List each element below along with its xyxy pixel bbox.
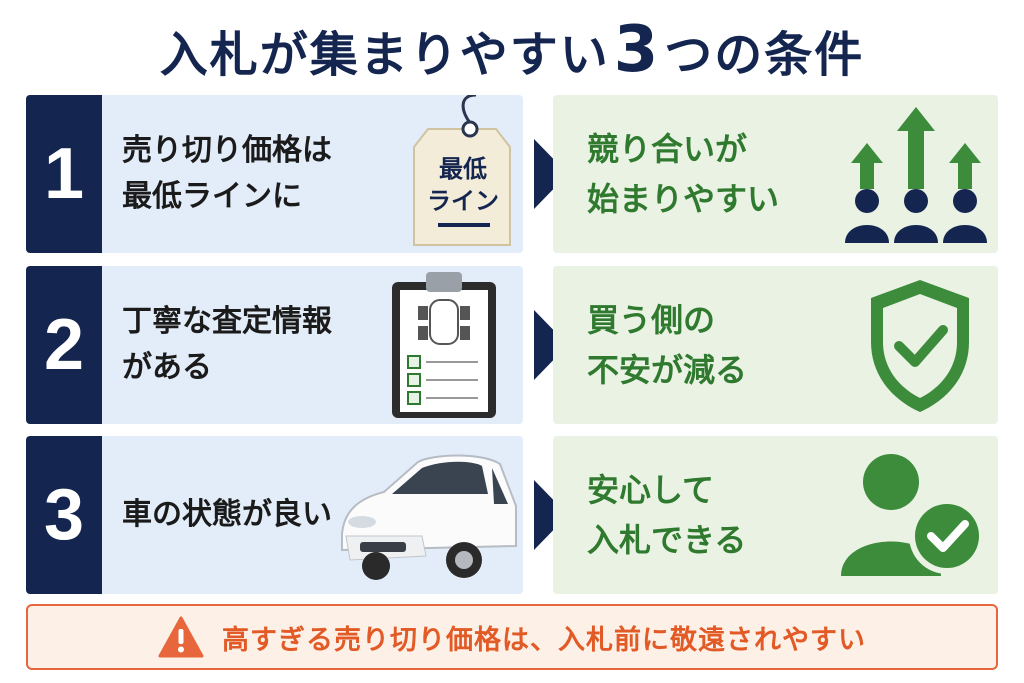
condition-line: 最低ラインに xyxy=(122,179,302,214)
title-text-after: つの条件 xyxy=(664,27,865,83)
benefit-line: 始まりやすい xyxy=(587,180,780,218)
condition-row-3: 3 車の状態が良い 安心して 入札できる xyxy=(26,436,998,596)
arrow-right-icon xyxy=(534,310,568,380)
warning-banner: 高すぎる売り切り価格は、入札前に敬遠されやすい xyxy=(26,604,998,670)
inspection-clipboard-icon xyxy=(392,272,496,418)
benefit-card-1: 競り合いが 始まりやすい xyxy=(553,95,998,253)
shield-check-icon xyxy=(871,280,969,412)
condition-line: 車の状態が良い xyxy=(122,497,332,532)
condition-text: 売り切り価格は 最低ラインに xyxy=(122,95,392,253)
condition-text: 丁寧な査定情報 がある xyxy=(122,266,392,424)
title-text-before: 入札が集まりやすい xyxy=(159,27,610,83)
condition-number: 2 xyxy=(26,266,102,424)
arrow-right-icon xyxy=(534,480,568,550)
benefit-line: 入札できる xyxy=(587,521,747,559)
benefit-line: 買う側の xyxy=(587,301,716,339)
condition-line: 丁寧な査定情報 xyxy=(122,304,332,339)
condition-text: 車の状態が良い xyxy=(122,436,342,594)
benefit-card-3: 安心して 入札できる xyxy=(553,436,998,594)
condition-row-1: 1 売り切り価格は 最低ラインに 最低 ライン 競り合いが 始まりやすい xyxy=(26,95,998,255)
benefit-card-2: 買う側の 不安が減る xyxy=(553,266,998,424)
benefit-text: 買う側の 不安が減る xyxy=(587,266,827,424)
price-tag-label: 最低 ライン xyxy=(418,153,508,217)
benefit-text: 安心して 入札できる xyxy=(587,436,827,594)
warning-triangle-icon xyxy=(158,616,204,658)
tag-line: ライン xyxy=(427,187,499,215)
person-check-icon xyxy=(841,454,985,576)
benefit-line: 不安が減る xyxy=(587,351,748,389)
benefit-text: 競り合いが 始まりやすい xyxy=(587,95,827,253)
page-title: 入札が集まりやすい 3 つの条件 xyxy=(0,13,1024,87)
arrow-right-icon xyxy=(534,139,568,209)
benefit-line: 安心して xyxy=(587,471,715,509)
condition-card-1: 1 売り切り価格は 最低ラインに 最低 ライン xyxy=(26,95,523,253)
condition-card-2: 2 丁寧な査定情報 がある xyxy=(26,266,523,424)
condition-card-3: 3 車の状態が良い xyxy=(26,436,523,594)
benefit-line: 競り合いが xyxy=(587,130,748,168)
rising-arrows-people-icon xyxy=(845,107,987,243)
tag-line: 最低 xyxy=(439,155,487,183)
price-tag-icon xyxy=(413,95,511,246)
condition-number: 3 xyxy=(26,436,102,594)
white-car-icon xyxy=(341,454,517,580)
title-number: 3 xyxy=(613,13,661,87)
condition-number: 1 xyxy=(26,95,102,253)
warning-text: 高すぎる売り切り価格は、入札前に敬遠されやすい xyxy=(222,624,866,656)
condition-line: がある xyxy=(122,350,212,385)
condition-line: 売り切り価格は xyxy=(122,133,332,168)
condition-row-2: 2 丁寧な査定情報 がある 買う側の 不安が減る xyxy=(26,266,998,426)
